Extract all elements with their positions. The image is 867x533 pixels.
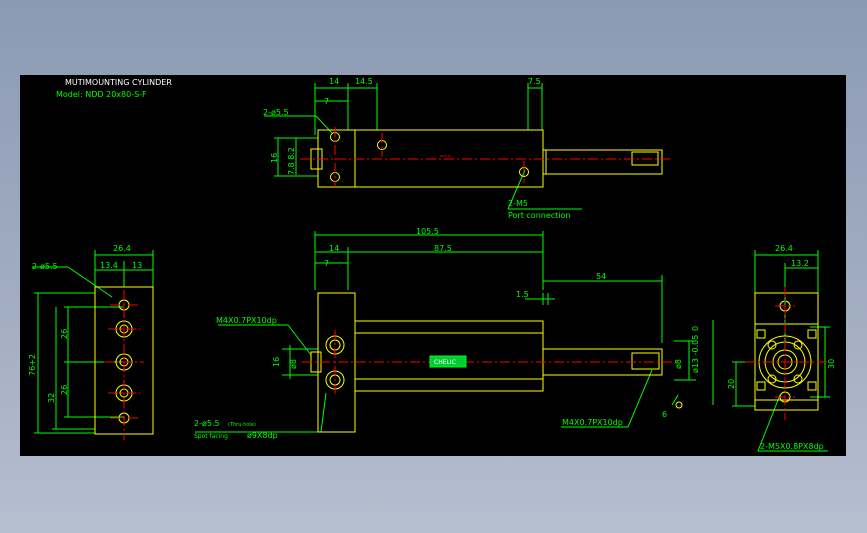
right-view-labels: 26.4 13.2 2-M5X0.8PX8dp 30 20 <box>727 244 836 451</box>
top-dim-16: 16 <box>270 153 279 163</box>
front-dim-87-5: 87.5 <box>434 244 452 253</box>
front-view-centerlines <box>302 330 680 395</box>
left-dim-26-top: 26 <box>60 329 69 339</box>
left-dim-13: 13 <box>132 261 142 270</box>
right-view-centerlines <box>745 287 828 420</box>
top-center-tag: NDD M <box>440 154 451 158</box>
top-view-centerlines <box>300 127 670 187</box>
cad-viewport[interactable]: MUTIMOUNTING CYLINDER Model: NDD 20x80-S… <box>20 75 846 456</box>
front-hole-note: (Thru-hole) <box>228 422 256 428</box>
front-view <box>195 231 714 433</box>
top-view <box>264 83 670 210</box>
top-port-callout: 2-M5 <box>508 199 528 208</box>
front-thread-right: M4X0.7PX10dp <box>562 418 623 427</box>
front-dim-105-5: 105.5 <box>416 227 439 236</box>
top-dim-7-8-8-2: 7.8 8.2 <box>287 147 296 175</box>
right-dim-26-4: 26.4 <box>775 244 793 253</box>
left-view-dimension-lines <box>32 250 154 434</box>
front-hole-callout: 2-ø5.5 <box>194 419 220 428</box>
cad-drawing: 14 14.5 7 7.5 2-ø5.5 2-M5 Port connectio… <box>28 77 836 452</box>
drawing-model: Model: NDD 20x80-S-F <box>56 90 147 99</box>
front-dim-tol-zero: 0 <box>691 326 700 331</box>
front-dim-14: 14 <box>329 244 339 253</box>
front-spot-label: Spot facing <box>194 433 228 440</box>
front-view-outline <box>310 292 683 433</box>
front-dim-dia13: ø13 -0.05 <box>691 335 700 373</box>
drawing-title: MUTIMOUNTING CYLINDER <box>65 78 172 87</box>
left-dim-13-4: 13.4 <box>100 261 118 270</box>
right-dim-13-2: 13.2 <box>791 259 809 268</box>
front-dim-1-5: 1.5 <box>516 290 529 299</box>
top-port-note: Port connection <box>508 211 570 220</box>
front-view-dimension-lines <box>195 231 714 433</box>
right-view-outline <box>754 292 819 411</box>
left-view <box>32 250 154 440</box>
left-hole-callout: 2-ø5.5 <box>32 262 58 271</box>
front-dim-dia8-left: ø8 <box>289 359 298 369</box>
front-dim-7: 7 <box>324 259 329 268</box>
front-dim-dia8-right: ø8 <box>674 359 683 369</box>
top-dim-7: 7 <box>324 97 329 106</box>
top-hole-callout: 2-ø5.5 <box>263 108 289 117</box>
top-view-dimension-lines <box>264 83 582 210</box>
left-view-labels: 26.4 13.4 13 2-ø5.5 76+2 32 26 26 <box>28 244 142 403</box>
top-view-labels: 14 14.5 7 7.5 2-ø5.5 2-M5 Port connectio… <box>263 77 570 220</box>
right-thread-callout: 2-M5X0.8PX8dp <box>760 442 824 451</box>
left-dim-26-4: 26.4 <box>113 244 131 253</box>
right-view <box>732 250 830 452</box>
front-spot-dim: ø9X8dp <box>247 431 278 440</box>
left-view-centerlines <box>104 290 144 440</box>
top-dim-14: 14 <box>329 77 339 86</box>
front-dim-54: 54 <box>596 272 606 281</box>
left-dim-26-bottom: 26 <box>60 385 69 395</box>
front-thread-left: M4X0.7PX10dp <box>216 316 277 325</box>
left-dim-76: 76+2 <box>28 354 37 376</box>
right-dim-30: 30 <box>827 359 836 369</box>
right-dim-20: 20 <box>727 379 736 389</box>
left-dim-32: 32 <box>47 393 56 403</box>
front-brand-plate <box>429 355 467 368</box>
front-brand-label: CHELIC <box>434 359 456 366</box>
front-dim-16: 16 <box>272 357 281 367</box>
top-dim-7-5: 7.5 <box>528 77 541 86</box>
top-dim-14-5: 14.5 <box>355 77 373 86</box>
front-dim-6: 6 <box>662 410 667 419</box>
front-view-labels: 105.5 14 87.5 7 54 1.5 M4X0.7PX10dp M4X0… <box>194 227 700 440</box>
